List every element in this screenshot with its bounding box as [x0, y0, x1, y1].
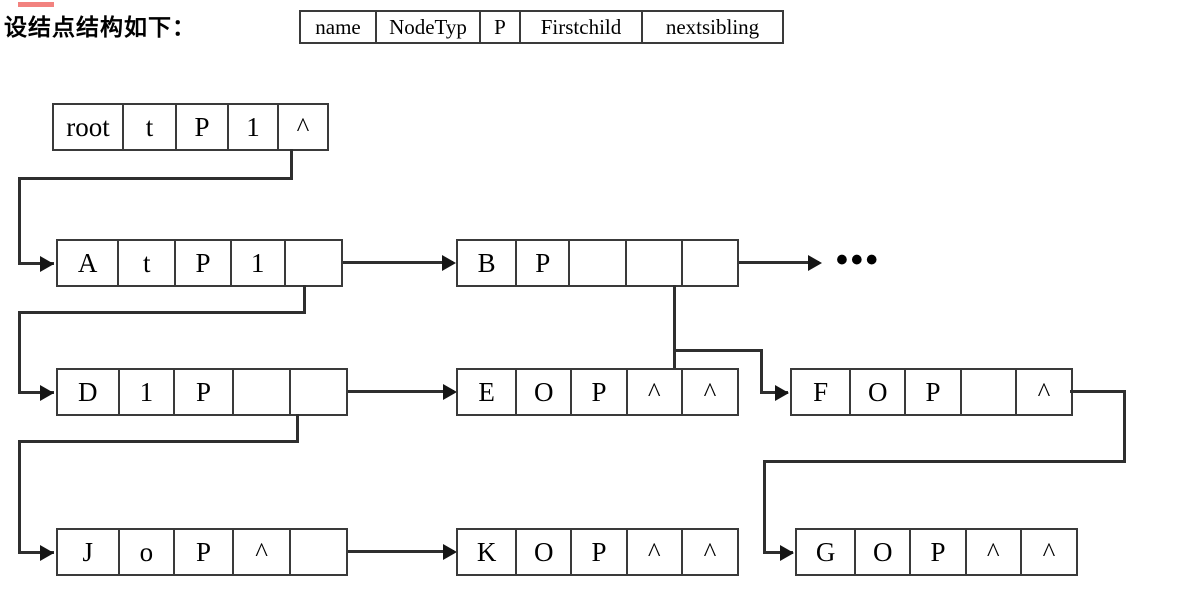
node-G: G O P ^ ^ [795, 528, 1078, 576]
node-G-cell-p: P [911, 530, 967, 574]
node-B-cell-p [570, 241, 627, 285]
link-d-j-seg-right [18, 551, 54, 554]
node-F: F O P ^ [790, 368, 1073, 416]
link-f-g-seg-right1 [1070, 390, 1126, 393]
node-F-cell-firstchild [962, 370, 1017, 414]
link-b-f-arrowhead [775, 385, 789, 401]
link-root-a-arrowhead [40, 256, 54, 272]
node-B: B P [456, 239, 739, 287]
node-A-cell-p: P [176, 241, 232, 285]
node-G-cell-nextsibling: ^ [1042, 536, 1056, 567]
node-D-cell-firstchild [234, 370, 292, 414]
node-F-cell-p: P [906, 370, 962, 414]
node-D-cell-name: D [58, 370, 120, 414]
link-b-f-seg-down2 [760, 349, 763, 393]
link-d-e-arrowhead [443, 384, 457, 400]
node-K-cell-firstchild: ^ [628, 530, 683, 574]
node-J-cell-firstchild: ^ [234, 530, 292, 574]
link-d-j-arrowhead [40, 545, 54, 561]
link-f-g-arrowhead [780, 545, 794, 561]
node-D: D 1 P [56, 368, 348, 416]
node-K-cell-p: P [572, 530, 628, 574]
node-E-cell-firstchild: ^ [628, 370, 683, 414]
link-a-d-seg-down1 [303, 285, 306, 313]
node-A-cell-nodetyp: t [119, 241, 177, 285]
link-b-f-seg-right2 [760, 391, 788, 394]
node-J-cell-p: P [175, 530, 234, 574]
legend-field-firstchild: Firstchild [521, 12, 643, 42]
node-J: J o P ^ [56, 528, 348, 576]
legend-field-name: name [301, 12, 377, 42]
link-d-j-seg-down1 [296, 414, 299, 442]
node-E: E O P ^ ^ [456, 368, 739, 416]
node-K-cell-nodetyp: O [517, 530, 573, 574]
node-F-cell-name: F [792, 370, 852, 414]
node-B-cell-nodetyp: P [517, 241, 571, 285]
node-root-cell-nodetyp: t [124, 105, 177, 149]
link-a-b-seg [343, 261, 453, 264]
node-K: K O P ^ ^ [456, 528, 739, 576]
node-G-cell-nodetyp: O [856, 530, 912, 574]
node-K-cell-nextsibling: ^ [703, 536, 717, 567]
node-root-cell-nextsibling: ^ [296, 111, 310, 142]
link-root-a-seg-down2 [18, 177, 21, 264]
legend-field-nodetyp: NodeTyp [377, 12, 481, 42]
node-A-cell-nextsibling [286, 241, 341, 285]
highlight-mark [18, 2, 54, 7]
link-b-f-seg-right1 [673, 349, 763, 352]
link-b-more-seg [739, 261, 819, 264]
node-root-cell-name: root [54, 105, 124, 149]
node-root-cell-firstchild: 1 [229, 105, 279, 149]
node-root-cell-p: P [177, 105, 229, 149]
link-root-a-seg-down1 [290, 149, 293, 179]
link-f-g-seg-left [763, 460, 1126, 463]
node-F-cell-nextsibling: ^ [1037, 376, 1051, 407]
link-root-a-seg-right [18, 262, 54, 265]
node-E-cell-nodetyp: O [517, 370, 573, 414]
link-f-g-seg-down2 [763, 460, 766, 553]
link-f-g-seg-down1 [1123, 390, 1126, 463]
link-a-b-arrowhead [442, 255, 456, 271]
node-E-cell-name: E [458, 370, 518, 414]
node-root: root t P 1 ^ [52, 103, 329, 151]
link-root-a-seg-left [18, 177, 293, 180]
node-E-cell-p: P [572, 370, 628, 414]
link-a-d-seg-right [18, 391, 54, 394]
node-F-cell-nodetyp: O [851, 370, 907, 414]
link-b-f-seg-down1 [673, 285, 676, 372]
node-D-cell-nextsibling [291, 370, 346, 414]
node-A: A t P 1 [56, 239, 343, 287]
node-structure-legend: name NodeTyp P Firstchild nextsibling [299, 10, 784, 44]
link-j-k-arrowhead [443, 544, 457, 560]
node-B-cell-firstchild [627, 241, 683, 285]
node-K-cell-name: K [458, 530, 518, 574]
node-J-cell-name: J [58, 530, 120, 574]
node-D-cell-nodetyp: 1 [120, 370, 176, 414]
node-A-cell-firstchild: 1 [232, 241, 286, 285]
node-A-cell-name: A [58, 241, 120, 285]
legend-field-nextsibling: nextsibling [665, 14, 760, 39]
node-J-cell-nextsibling [291, 530, 346, 574]
link-a-d-seg-down2 [18, 311, 21, 393]
node-E-cell-nextsibling: ^ [703, 376, 717, 407]
page-caption: 设结点结构如下： [4, 15, 196, 41]
node-G-cell-name: G [797, 530, 857, 574]
node-D-cell-p: P [175, 370, 234, 414]
node-B-cell-nextsibling [683, 241, 737, 285]
link-f-g-seg-right2 [763, 551, 793, 554]
node-G-cell-firstchild: ^ [967, 530, 1022, 574]
link-d-j-seg-left [18, 440, 299, 443]
ellipsis-more-siblings: ••• [836, 241, 881, 279]
legend-field-p: P [481, 12, 521, 42]
link-b-more-arrowhead [808, 255, 822, 271]
node-B-cell-name: B [458, 241, 518, 285]
link-j-k-seg [348, 550, 454, 553]
node-J-cell-nodetyp: o [120, 530, 176, 574]
link-d-e-seg [348, 390, 454, 393]
link-d-j-seg-down2 [18, 440, 21, 553]
link-a-d-seg-left [18, 311, 306, 314]
link-a-d-arrowhead [40, 385, 54, 401]
